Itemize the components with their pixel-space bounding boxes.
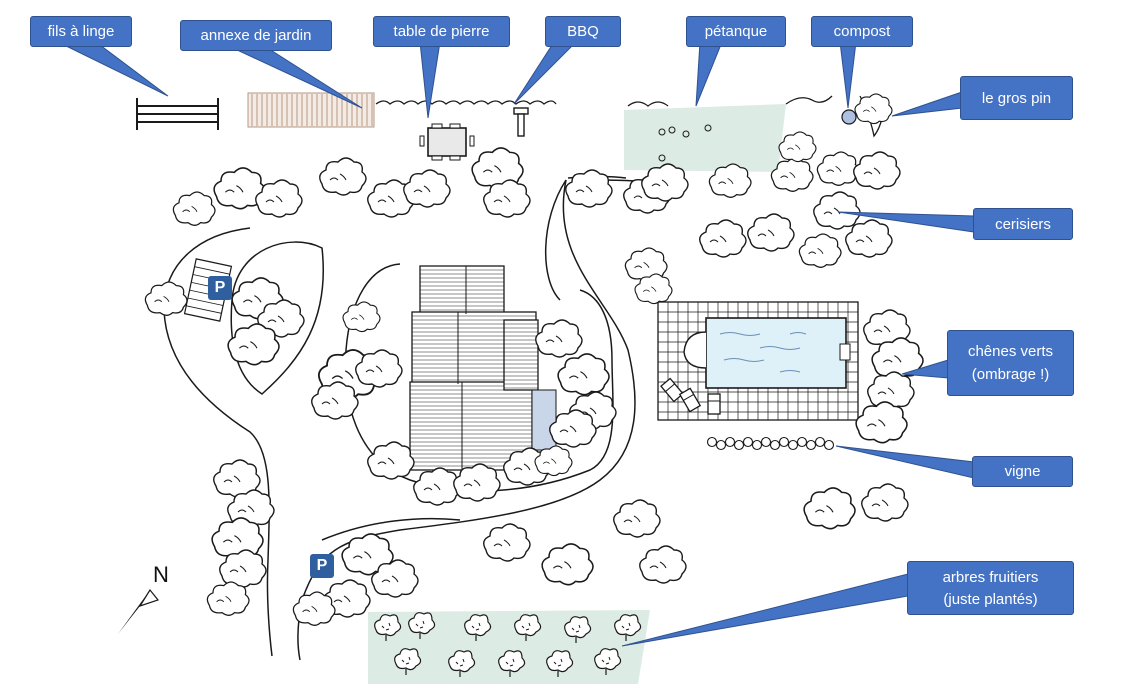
shrub — [403, 169, 451, 208]
shrub — [292, 591, 336, 626]
north-label: N — [153, 562, 169, 587]
vine-plant — [724, 436, 736, 448]
label-cerisiers: cerisiers — [973, 208, 1073, 240]
vine-plant — [778, 436, 790, 448]
label-text: BBQ — [567, 23, 599, 40]
label-bbq: BBQ — [545, 16, 621, 47]
vine-plant — [796, 436, 808, 448]
vine-plant — [823, 439, 835, 451]
vine-plant — [733, 439, 745, 451]
shrub — [855, 401, 908, 444]
vine-plant — [769, 439, 781, 451]
garden-shed — [247, 92, 375, 128]
label-le-gros-pin: le gros pin — [960, 76, 1073, 120]
label-text: le gros pin — [981, 89, 1052, 107]
vine-plant — [805, 439, 817, 451]
shrub — [639, 545, 687, 584]
parking-badge-1: P — [208, 276, 232, 300]
shrub — [813, 191, 861, 230]
label-annexe-de-jardin: annexe de jardin — [180, 20, 332, 51]
shrub — [172, 191, 216, 226]
label-vigne: vigne — [972, 456, 1073, 487]
vine-row — [706, 436, 835, 451]
vine-plant — [742, 436, 754, 448]
label-text: annexe de jardin — [200, 27, 312, 44]
label-text-line2: (juste plantés) — [943, 590, 1038, 608]
shrub — [541, 543, 594, 586]
vine-plant — [814, 436, 826, 448]
label-text: table de pierre — [393, 23, 490, 40]
label-table-de-pierre: table de pierre — [373, 16, 510, 47]
vine-plant — [715, 439, 727, 451]
shrub — [227, 323, 280, 366]
shrub — [144, 281, 188, 316]
label-compost: compost — [811, 16, 913, 47]
parking-badge-2: P — [310, 554, 334, 578]
shrub — [557, 353, 610, 396]
shrub — [211, 517, 264, 560]
compost-bin — [841, 109, 857, 125]
label-text: compost — [833, 23, 891, 40]
bbq — [513, 107, 529, 137]
shrub — [816, 151, 860, 186]
label-text-line1: chênes verts — [967, 343, 1054, 360]
shrub — [206, 581, 250, 616]
label-text-line2: (ombrage !) — [971, 366, 1050, 383]
shrub — [803, 487, 856, 530]
pool — [657, 301, 859, 421]
vine-plant — [760, 436, 772, 448]
label-text: cerisiers — [995, 215, 1051, 233]
vine-plant — [751, 439, 763, 451]
label-text: fils à linge — [47, 23, 115, 40]
shrub — [861, 483, 909, 522]
shrub — [549, 409, 597, 448]
label-text: pétanque — [704, 23, 768, 40]
stone-table — [419, 123, 475, 161]
shrub — [798, 233, 842, 268]
clothesline — [136, 98, 219, 130]
shrub — [747, 213, 795, 252]
shrub — [311, 381, 359, 420]
north-arrow — [118, 588, 160, 634]
label-petanque: pétanque — [686, 16, 786, 47]
house — [409, 265, 557, 471]
vine-plant — [706, 436, 718, 448]
shrub — [342, 301, 381, 333]
shrub — [413, 467, 461, 506]
label-arbres-fruitiers: arbres fruitiers (juste plantés) — [907, 561, 1074, 615]
shrub — [483, 523, 531, 562]
shrub — [367, 441, 415, 480]
label-fils-a-linge: fils à linge — [30, 16, 132, 47]
label-text: vigne — [1004, 463, 1041, 480]
shrub — [613, 499, 661, 538]
shrub — [699, 219, 747, 258]
label-chenes-verts: chênes verts (ombrage !) — [947, 330, 1074, 396]
top-hedge — [375, 100, 557, 105]
label-text-line1: arbres fruitiers — [942, 568, 1039, 586]
shrub — [565, 169, 613, 208]
vine-plant — [787, 439, 799, 451]
shrub — [319, 157, 367, 196]
petanque-area — [624, 104, 786, 172]
shrub — [853, 151, 901, 190]
shrub — [535, 319, 583, 358]
shrub — [778, 131, 817, 163]
